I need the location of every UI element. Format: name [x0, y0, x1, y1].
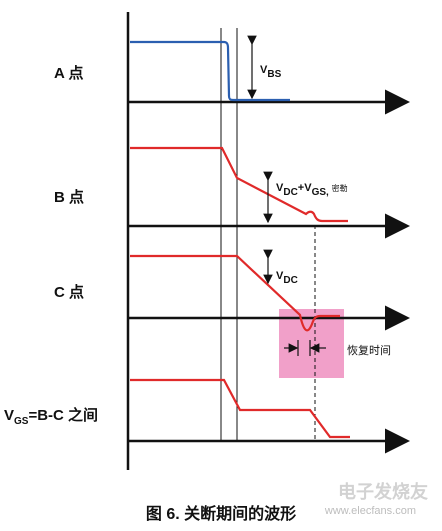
annotation-vdc-vgs-s3: 密勒 [331, 184, 348, 193]
waveform-a [130, 40, 290, 102]
label-vgs-main: V [4, 407, 15, 424]
annotation-vbs: VBS [260, 64, 281, 80]
waveform-b [130, 146, 348, 223]
annotation-vdc-vgs-plus: +V [297, 182, 312, 194]
annotation-vdc-vgs: VDC+VGS, 密勒 [276, 182, 348, 198]
label-point-b: B 点 [54, 189, 85, 206]
annotation-recovery-time: 恢复时间 [347, 345, 391, 357]
watermark-url: www.elecfans.com [324, 505, 416, 517]
waveform-vgs [130, 378, 350, 439]
annotation-vdc-main: V [276, 270, 284, 282]
label-point-c: C 点 [54, 284, 85, 301]
annotation-vbs-main: V [260, 64, 268, 76]
label-vgs: VGS=B-C 之间 [4, 404, 98, 427]
annotation-vdc: VDC [276, 270, 298, 286]
annotation-vdc-vgs-s2: GS, [311, 187, 332, 198]
waveform-c [130, 254, 340, 332]
annotation-vdc-vgs-s1: DC [283, 187, 298, 198]
annotation-vdc-vgs-v1: V [276, 182, 284, 194]
annotation-vbs-sub: BS [267, 69, 282, 80]
label-point-a: A 点 [54, 65, 84, 82]
label-vgs-sub: GS [14, 416, 29, 427]
recovery-highlight-box [279, 309, 344, 378]
label-vgs-rest: =B-C 之间 [28, 407, 99, 424]
figure-caption: 图 6. 关断期间的波形 [145, 506, 297, 523]
watermark-logo: 电子发烧友 [338, 482, 428, 502]
annotation-vdc-sub: DC [283, 275, 298, 286]
